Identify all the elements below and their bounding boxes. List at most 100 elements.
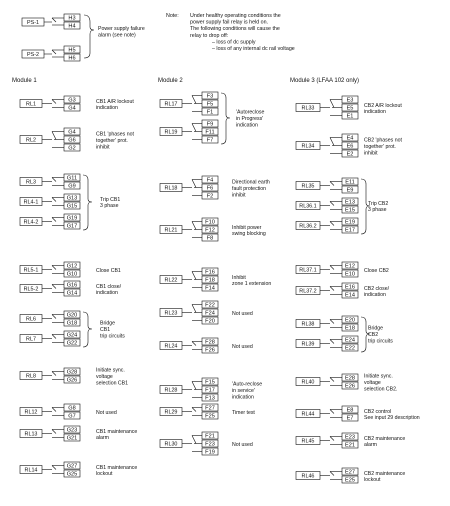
contact-description: CB1 'phases not [96,132,134,138]
relay-label: RL17 [165,102,178,108]
contact-description: together' prot. [96,138,128,144]
terminal-label: E19 [345,220,355,226]
relay-label: RL22 [165,278,178,284]
terminal-label: E12 [345,264,355,270]
terminal-label: F1 [207,110,214,116]
contact-description: CB2 maintenance [364,471,405,477]
terminal-label: G21 [67,436,78,442]
terminal-label: E5 [347,106,354,112]
module-header: Module 1 [12,78,37,84]
contact-description: CB2 maintenance [364,436,405,442]
contact-description: alarm [364,442,377,448]
relay-label: RL37.1 [299,268,316,274]
contact-description: alarm [96,435,109,441]
terminal-label: E9 [347,188,354,194]
contact-description: 'Autoreclose [236,110,264,116]
relay-label: RL14 [25,468,38,474]
terminal-label: G27 [67,464,78,470]
contact-blade [329,286,335,291]
terminal-label: F21 [205,434,215,440]
terminal-label: G17 [67,224,78,230]
contact-blade [329,201,335,206]
terminal-label: H3 [68,16,75,22]
relay-label: RL6 [26,317,36,323]
terminal-label: F27 [205,406,215,412]
terminal-label: F3 [207,94,214,100]
contact-blade [51,429,57,434]
brace [360,316,371,353]
terminal-label: G25 [67,472,78,478]
terminal-label: F9 [207,122,214,128]
contact-description: CB2 [368,332,378,338]
relay-label: RL13 [25,432,38,438]
contact-description: Timer test [232,410,255,416]
power-supply-description: Power supply failure [98,26,145,32]
terminal-label: G28 [67,370,78,376]
brace [360,178,371,235]
relay-label: RL18 [165,186,178,192]
relay-label: RL23 [165,311,178,317]
contact-description: voltage [96,374,113,380]
contact-description: Bridge [100,321,115,327]
contact-description: in Progress' [236,116,263,122]
contact-description: swing blocking [232,231,266,237]
terminal-label: F7 [207,138,214,144]
terminal-label: F19 [205,450,215,456]
contact-description: CB2 A/R lockout [364,103,402,109]
contact-description: lockout [364,477,381,483]
terminal-label: E3 [347,98,354,104]
relay-label: RL7 [26,337,36,343]
contact-description: trip circuits [100,333,125,339]
terminal-label: E15 [345,208,355,214]
terminal-label: E4 [347,136,354,142]
terminal-label: E10 [345,272,355,278]
terminal-label: E6 [347,144,354,150]
contact-blade [329,265,335,270]
terminal-label: F23 [205,442,215,448]
terminal-box [63,21,81,30]
terminal-label: E18 [345,326,355,332]
terminal-label: E26 [345,384,355,390]
terminal-label: G18 [67,321,78,327]
terminal-label: E17 [345,228,355,234]
terminal-box [63,53,81,62]
relay-label: RL33 [302,106,315,112]
contact-description: inhibit [364,150,378,156]
terminal-label: G15 [67,204,78,210]
relay-label: RL44 [302,412,315,418]
terminal-label: F25 [205,414,215,420]
contact-blade [329,409,335,414]
terminal-label: G6 [68,138,75,144]
contact-blade [51,371,57,376]
contact-description: 3 phase [100,203,119,209]
relay-label: PS-2 [27,52,39,58]
contact-description: Inhibit power [232,225,262,231]
terminal-label: E20 [345,318,355,324]
terminal-label: E8 [347,408,354,414]
terminal-label: G16 [67,283,78,289]
note-line: Under healthy operating conditions the [190,13,281,19]
relay-label: RL29 [165,410,178,416]
terminal-box [63,45,81,54]
relay-label: RL5-1 [24,268,39,274]
contact-description: Close CB1 [96,268,121,274]
terminal-label: G9 [68,184,75,190]
contact-description: inhibit [96,144,110,150]
terminal-label: G14 [67,291,78,297]
terminal-label: F8 [207,236,214,242]
terminal-label: H4 [68,24,75,30]
note-line: – loss of any internal dc rail voltage [212,46,295,52]
contact-blade [51,265,57,270]
contact-blade [51,217,57,222]
contact-description: trip circuits [368,338,393,344]
contact-description: voltage [364,380,381,386]
terminal-label: F14 [205,286,215,292]
contact-description: Not used [232,442,253,448]
terminal-label: E25 [345,478,355,484]
contact-description: lockout [96,471,113,477]
contact-description: together' prot. [364,144,396,150]
contact-blade [191,123,197,132]
relay-label: RL12 [25,410,38,416]
contact-blade [191,221,197,230]
